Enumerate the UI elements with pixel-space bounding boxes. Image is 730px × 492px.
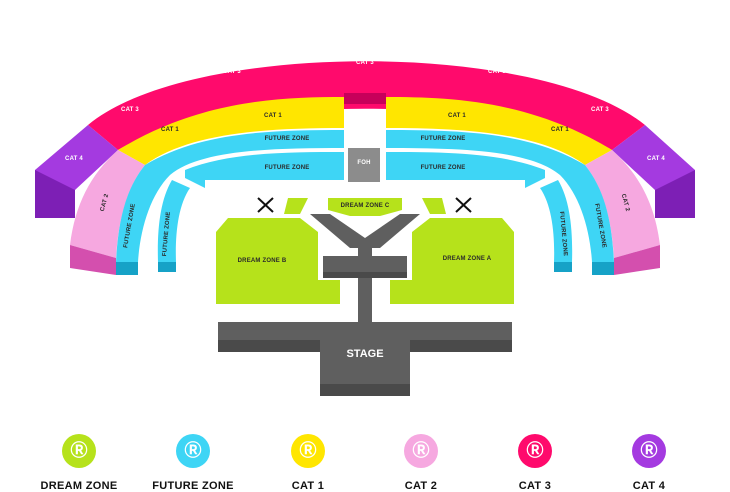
legend-item-cat4: Ⓡ CAT 4 [594,434,704,492]
label-cat1-far-left: CAT 1 [161,127,179,133]
label-cat2-left: CAT 2 [100,193,111,212]
section-cat2-left-front [70,245,116,275]
label-cat1-right: CAT 1 [448,113,466,119]
label-dream-a: DREAM ZONE A [443,256,492,262]
seat-map: CAT 3 CAT 3 CAT 3 CAT 3 CAT 3 CAT 1 CAT … [35,60,695,396]
section-dream-c-small-left[interactable] [284,198,308,214]
label-cat1-left: CAT 1 [264,113,282,119]
section-future-side-left-front [158,262,176,272]
label-foh: FOH [357,160,370,166]
label-future-side-right-inner: FUTURE ZONE [558,211,568,256]
label-future-top-right: FUTURE ZONE [421,136,466,142]
section-dream-a[interactable] [390,218,514,304]
legend-item-cat1: Ⓡ CAT 1 [253,434,363,492]
legend-item-dream-zone: Ⓡ DREAM ZONE [24,434,134,492]
section-cat2-left[interactable] [70,150,145,258]
label-future-mid-left: FUTURE ZONE [265,165,310,171]
legend-item-future-zone: Ⓡ FUTURE ZONE [138,434,248,492]
label-cat3-left: CAT 3 [223,69,241,75]
legend-label: CAT 2 [404,480,438,492]
legend-label: FUTURE ZONE [152,480,234,492]
section-cat1-left[interactable] [118,97,344,165]
legend-item-cat3: Ⓡ CAT 3 [480,434,590,492]
label-cat3-right: CAT 3 [488,69,506,75]
legend-item-cat2: Ⓡ CAT 2 [366,434,476,492]
section-cat4-right-front [655,170,695,218]
logo-badge-icon: Ⓡ [62,434,96,468]
section-cat4-left-front [35,170,75,218]
section-cat3-shadow [344,93,386,104]
label-cat4-left: CAT 4 [65,156,83,162]
label-cat3-top: CAT 3 [356,60,374,66]
label-cat4-right: CAT 4 [647,156,665,162]
section-future-mid-left[interactable] [185,152,344,188]
legend: Ⓡ DREAM ZONE Ⓡ FUTURE ZONE Ⓡ CAT 1 Ⓡ CAT… [0,434,730,492]
legend-label: CAT 1 [291,480,325,492]
logo-badge-icon: Ⓡ [632,434,666,468]
section-future-side-left[interactable] [157,180,190,262]
legend-label: CAT 3 [518,480,552,492]
label-future-mid-right: FUTURE ZONE [421,165,466,171]
cross-mark-left-icon [257,197,274,213]
logo-badge-icon: Ⓡ [518,434,552,468]
legend-label: DREAM ZONE [40,480,118,492]
logo-badge-icon: Ⓡ [404,434,438,468]
section-dream-b[interactable] [216,218,340,304]
cross-mark-right-icon [455,197,472,213]
stage-front-right [410,340,512,352]
section-future-top-left[interactable] [116,130,344,262]
label-cat3-far-right: CAT 3 [591,107,609,113]
section-cat1-right[interactable] [386,97,612,165]
section-future-mid-right[interactable] [386,152,545,188]
label-cat3-far-left: CAT 3 [121,107,139,113]
label-cat2-right: CAT 2 [620,193,631,212]
legend-label: CAT 4 [632,480,666,492]
label-dream-b: DREAM ZONE B [238,258,287,264]
logo-badge-icon: Ⓡ [176,434,210,468]
label-stage: STAGE [346,348,383,360]
section-future-side-right-front [554,262,572,272]
label-dream-c: DREAM ZONE C [341,203,390,209]
label-future-side-left-inner: FUTURE ZONE [162,211,172,256]
section-future-top-right[interactable] [386,130,614,262]
label-future-top-left: FUTURE ZONE [265,136,310,142]
section-future-side-right[interactable] [540,180,573,262]
stage-front-center [320,384,410,396]
section-future-right-front [592,262,614,275]
label-cat1-far-right: CAT 1 [551,127,569,133]
section-cat2-right-front [614,245,660,275]
stage-catwalk-box-front [323,272,407,278]
stage-catwalk-box [323,256,407,276]
stage-front [218,340,320,352]
section-dream-c-small-right[interactable] [422,198,446,214]
section-cat3[interactable] [88,61,645,150]
foh-box [348,148,380,182]
section-dream-c[interactable] [328,198,402,216]
logo-badge-icon: Ⓡ [291,434,325,468]
section-cat2-right[interactable] [585,150,660,258]
section-future-left-front [116,262,138,275]
